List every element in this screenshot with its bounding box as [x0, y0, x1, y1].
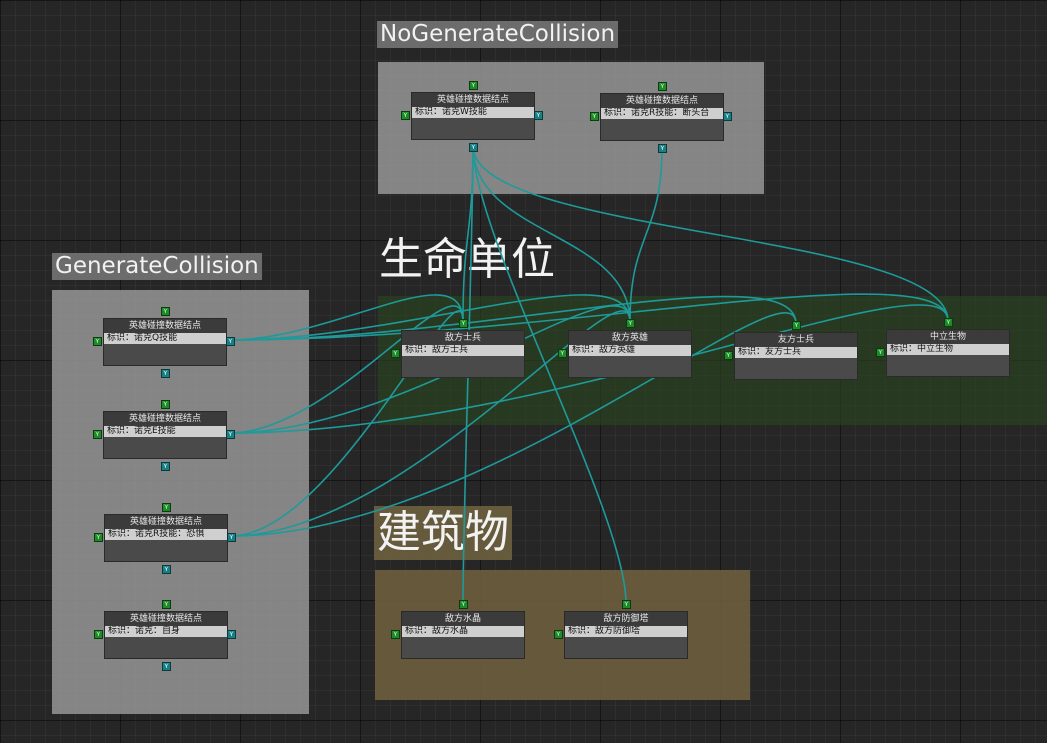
output-pin-bottom[interactable]: ⋎: [469, 143, 478, 152]
input-pin-top[interactable]: ⋎: [459, 319, 468, 328]
input-pin-left[interactable]: ⋎: [94, 533, 103, 542]
input-pin-top[interactable]: ⋎: [658, 82, 667, 91]
node-field[interactable]: 标识：中立生物: [887, 344, 1009, 355]
input-pin-left[interactable]: ⋎: [93, 337, 102, 346]
input-pin-top[interactable]: ⋎: [622, 600, 631, 609]
output-pin-right[interactable]: ⋎: [723, 112, 732, 121]
group-title-gen: GenerateCollision: [52, 253, 262, 280]
node-field[interactable]: 标识：敌方防御塔: [565, 626, 687, 637]
input-pin-top[interactable]: ⋎: [944, 318, 953, 327]
input-pin-left[interactable]: ⋎: [391, 630, 400, 639]
group-title-life: 生命单位: [379, 234, 555, 285]
node-title: 敌方防御塔: [565, 612, 687, 626]
input-pin-top[interactable]: ⋎: [161, 400, 170, 409]
input-pin-top[interactable]: ⋎: [162, 503, 171, 512]
node-field[interactable]: 标识：敌方士兵: [402, 345, 524, 356]
node-field[interactable]: 标识：敌方英雄: [569, 345, 691, 356]
node-field[interactable]: 标识：友方士兵: [735, 347, 857, 358]
node-title: 英雄碰撞数据结点: [105, 612, 227, 626]
output-pin-bottom[interactable]: ⋎: [162, 565, 171, 574]
input-pin-left[interactable]: ⋎: [724, 351, 733, 360]
node-title: 英雄碰撞数据结点: [601, 94, 723, 108]
node-aSoldier[interactable]: 友方士兵 标识：友方士兵 ⋎ ⋎: [724, 321, 858, 380]
node-field[interactable]: 标识：诺克：自身: [105, 626, 227, 637]
node-field[interactable]: 标识：诺克R技能：恐惧: [105, 529, 227, 540]
output-pin-bottom[interactable]: ⋎: [161, 369, 170, 378]
node-nSelf[interactable]: 英雄碰撞数据结点 标识：诺克：自身 ⋎ ⋎ ⋎ ⋎: [94, 600, 236, 671]
node-title: 中立生物: [887, 330, 1009, 344]
group-title-building: 建筑物: [374, 506, 512, 560]
output-pin-right[interactable]: ⋎: [534, 111, 543, 120]
node-eHero[interactable]: 敌方英雄 标识：敌方英雄 ⋎ ⋎: [558, 319, 692, 378]
node-nR[interactable]: 英雄碰撞数据结点 标识：诺克R技能：断头台 ⋎ ⋎ ⋎ ⋎: [590, 82, 732, 153]
output-pin-right[interactable]: ⋎: [226, 430, 235, 439]
input-pin-left[interactable]: ⋎: [94, 630, 103, 639]
input-pin-top[interactable]: ⋎: [469, 81, 478, 90]
node-title: 英雄碰撞数据结点: [104, 319, 226, 333]
node-nE[interactable]: 英雄碰撞数据结点 标识：诺克E技能 ⋎ ⋎ ⋎ ⋎: [93, 400, 235, 471]
node-title: 英雄碰撞数据结点: [104, 412, 226, 426]
group-title-nogen: NoGenerateCollision: [377, 21, 619, 48]
output-pin-right[interactable]: ⋎: [227, 533, 236, 542]
node-title: 友方士兵: [735, 333, 857, 347]
node-nQ[interactable]: 英雄碰撞数据结点 标识：诺克Q技能 ⋎ ⋎ ⋎ ⋎: [93, 307, 235, 378]
input-pin-top[interactable]: ⋎: [626, 319, 635, 328]
input-pin-left[interactable]: ⋎: [876, 348, 885, 357]
input-pin-left[interactable]: ⋎: [558, 349, 567, 358]
node-field[interactable]: 标识：诺克Q技能: [104, 333, 226, 344]
output-pin-right[interactable]: ⋎: [227, 630, 236, 639]
input-pin-top[interactable]: ⋎: [792, 321, 801, 330]
node-eTower[interactable]: 敌方防御塔 标识：敌方防御塔 ⋎ ⋎: [554, 600, 688, 659]
output-pin-bottom[interactable]: ⋎: [161, 462, 170, 471]
node-field[interactable]: 标识：诺克W技能: [412, 107, 534, 118]
node-title: 英雄碰撞数据结点: [105, 515, 227, 529]
input-pin-top[interactable]: ⋎: [162, 600, 171, 609]
input-pin-left[interactable]: ⋎: [93, 430, 102, 439]
output-pin-bottom[interactable]: ⋎: [658, 144, 667, 153]
input-pin-left[interactable]: ⋎: [391, 349, 400, 358]
node-field[interactable]: 标识：诺克R技能：断头台: [601, 108, 723, 119]
input-pin-left[interactable]: ⋎: [401, 111, 410, 120]
node-field[interactable]: 标识：敌方水晶: [402, 626, 524, 637]
node-eSoldier[interactable]: 敌方士兵 标识：敌方士兵 ⋎ ⋎: [391, 319, 525, 378]
node-nRf[interactable]: 英雄碰撞数据结点 标识：诺克R技能：恐惧 ⋎ ⋎ ⋎ ⋎: [94, 503, 236, 574]
input-pin-left[interactable]: ⋎: [590, 112, 599, 121]
node-title: 敌方水晶: [402, 612, 524, 626]
node-title: 英雄碰撞数据结点: [412, 93, 534, 107]
input-pin-top[interactable]: ⋎: [161, 307, 170, 316]
node-title: 敌方士兵: [402, 331, 524, 345]
node-neutral[interactable]: 中立生物 标识：中立生物 ⋎ ⋎: [876, 318, 1010, 377]
node-title: 敌方英雄: [569, 331, 691, 345]
input-pin-top[interactable]: ⋎: [459, 600, 468, 609]
node-nW[interactable]: 英雄碰撞数据结点 标识：诺克W技能 ⋎ ⋎ ⋎ ⋎: [401, 81, 543, 152]
node-field[interactable]: 标识：诺克E技能: [104, 426, 226, 437]
output-pin-right[interactable]: ⋎: [226, 337, 235, 346]
output-pin-bottom[interactable]: ⋎: [162, 662, 171, 671]
node-eCrystal[interactable]: 敌方水晶 标识：敌方水晶 ⋎ ⋎: [391, 600, 525, 659]
input-pin-left[interactable]: ⋎: [554, 630, 563, 639]
